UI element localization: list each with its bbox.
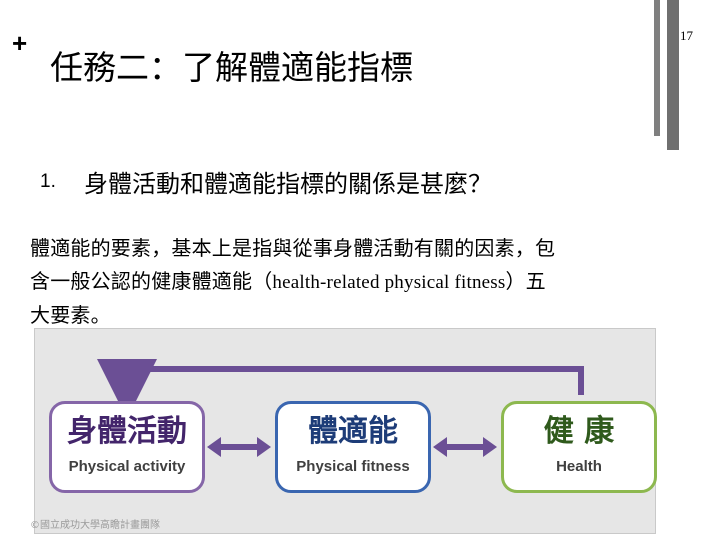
box-label-zh: 健 康 bbox=[543, 414, 615, 449]
body-paragraph: 體適能的要素，基本上是指與從事身體活動有關的因素，包 含一般公認的健康體適能（h… bbox=[30, 232, 670, 332]
box-health: 健 康 Health bbox=[501, 401, 657, 493]
bullet-item: 1. 身體活動和體適能指標的關係是甚麼？ bbox=[40, 164, 492, 199]
box-physical-fitness: 體適能 Physical fitness bbox=[275, 401, 431, 493]
box-physical-activity: 身體活動 Physical activity bbox=[49, 401, 205, 493]
bullet-number: 1. bbox=[40, 170, 56, 192]
double-arrow-2 bbox=[433, 437, 497, 457]
paragraph-line-2-end: ）五 bbox=[505, 269, 546, 293]
footer-credit: ©國立成功大學高瞻計畫團隊 bbox=[30, 520, 160, 531]
paragraph-line-1: 體適能的要素，基本上是指與從事身體活動有關的因素，包 bbox=[30, 236, 556, 260]
slide-title: 任務二：了解體適能指標 bbox=[50, 48, 413, 87]
box-label-en: Health bbox=[556, 458, 602, 475]
paragraph-line-2: 含一般公認的健康體適能（health-related physical fitn… bbox=[30, 265, 670, 299]
box-label-zh: 身體活動 bbox=[67, 414, 187, 449]
box-label-en: Physical activity bbox=[68, 458, 186, 475]
paragraph-line-2-zh: 含一般公認的健康體適能（ bbox=[30, 269, 273, 293]
decorative-bar-thick bbox=[667, 0, 679, 150]
relationship-diagram: 身體活動 Physical activity 體適能 Physical fitn… bbox=[34, 328, 657, 534]
page-number: 17 bbox=[680, 28, 693, 43]
feedback-arrow bbox=[97, 359, 584, 419]
diagram-arrows bbox=[97, 359, 584, 457]
decorative-bar-thin bbox=[654, 0, 660, 136]
paragraph-line-2-en: health-related physical fitness bbox=[272, 272, 506, 293]
plus-icon: + bbox=[12, 28, 28, 58]
box-label-en: Physical fitness bbox=[296, 458, 410, 475]
box-label-zh: 體適能 bbox=[308, 414, 398, 449]
double-arrow-1 bbox=[207, 437, 271, 457]
bullet-text: 身體活動和體適能指標的關係是甚麼？ bbox=[84, 170, 492, 198]
paragraph-line-3: 大要素。 bbox=[30, 303, 111, 327]
